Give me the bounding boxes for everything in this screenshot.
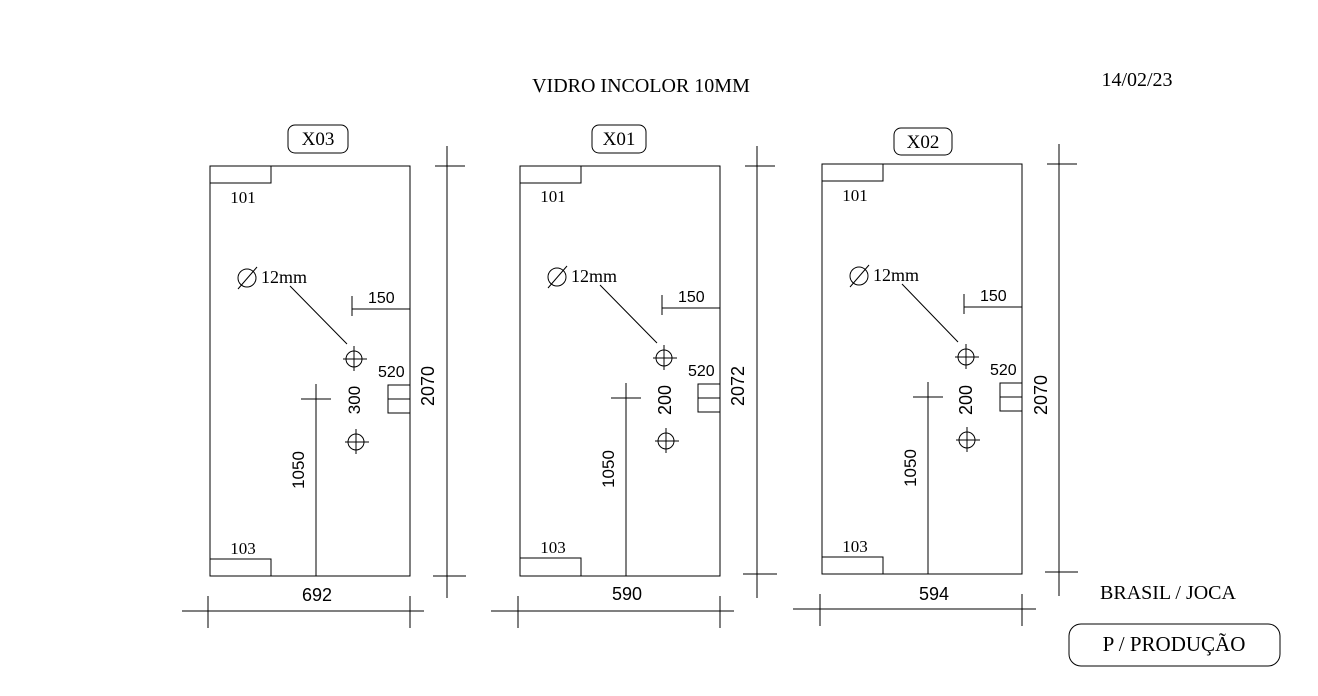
- width-label: 692: [302, 585, 332, 605]
- bottom-cutout-label: 103: [842, 537, 868, 556]
- hole-upper: [343, 346, 367, 371]
- panel-tag-box: [591, 124, 647, 154]
- dim-150-label: 150: [368, 290, 395, 307]
- dim-1050-label: 1050: [901, 449, 920, 487]
- top-cutout-label: 101: [842, 186, 868, 205]
- hole-lower: [655, 428, 679, 453]
- panel-x02: X02 101 103 12mm 150 200 520 1: [793, 127, 1078, 626]
- hole-lower: [345, 429, 369, 454]
- production-stamp-box: [1068, 623, 1281, 667]
- panel-tag: X01: [603, 129, 636, 150]
- hole-spacing-label: 200: [655, 385, 675, 415]
- width-label: 594: [919, 584, 949, 604]
- dim-150-label: 150: [980, 288, 1007, 305]
- dim-520-label: 520: [688, 363, 715, 380]
- panel-tag-box: [287, 124, 349, 154]
- hole-spacing-label: 300: [345, 386, 364, 414]
- panel-tag-box: [893, 127, 953, 156]
- drawing-date: 14/02/23: [1101, 69, 1172, 91]
- top-hinge-cutout: [519, 165, 582, 184]
- hole-leader-line: [289, 285, 348, 345]
- bottom-hinge-cutout: [821, 556, 884, 575]
- diameter-icon: [849, 264, 870, 288]
- panel-tag: X03: [302, 129, 335, 150]
- top-hinge-cutout: [821, 163, 884, 182]
- dim-520-label: 520: [990, 362, 1017, 379]
- production-stamp: P / PRODUÇÃO: [1103, 632, 1246, 656]
- dim-1050-label: 1050: [289, 451, 308, 489]
- width-label: 590: [612, 584, 642, 604]
- bottom-cutout-label: 103: [540, 538, 566, 557]
- panel-x03: X03 101 103 12mm 150 300: [182, 124, 466, 628]
- hole-lower: [956, 427, 980, 452]
- panel-tag: X02: [907, 132, 940, 153]
- top-cutout-label: 101: [230, 188, 256, 207]
- height-label: 2070: [418, 366, 438, 406]
- hole-leader-line: [901, 283, 959, 343]
- client-label: BRASIL / JOCA: [1100, 582, 1237, 604]
- top-hinge-cutout: [209, 165, 272, 184]
- glass-panel-outline: [519, 165, 721, 577]
- hole-spacing-label: 200: [956, 385, 976, 415]
- hole-upper: [653, 345, 677, 370]
- diameter-icon: [547, 265, 568, 289]
- hole-diameter-label: 12mm: [571, 266, 617, 286]
- top-cutout-label: 101: [540, 187, 566, 206]
- diameter-icon: [237, 266, 258, 290]
- bottom-cutout-label: 103: [230, 539, 256, 558]
- panel-x01: X01 101 103 12mm 150 200 520 1: [491, 124, 777, 628]
- dim-1050-label: 1050: [599, 450, 618, 488]
- bottom-hinge-cutout: [519, 557, 582, 577]
- height-label: 2070: [1031, 375, 1051, 415]
- glass-panel-outline: [821, 163, 1023, 575]
- hole-upper: [955, 344, 979, 369]
- bottom-hinge-cutout: [209, 558, 272, 577]
- height-label: 2072: [728, 366, 748, 406]
- drawing-title: VIDRO INCOLOR 10MM: [532, 75, 750, 97]
- hole-diameter-label: 12mm: [873, 265, 919, 285]
- hole-leader-line: [599, 284, 658, 344]
- dim-150-label: 150: [678, 289, 705, 306]
- hole-diameter-label: 12mm: [261, 267, 307, 287]
- glass-panel-outline: [209, 165, 411, 577]
- dim-520-label: 520: [378, 364, 405, 381]
